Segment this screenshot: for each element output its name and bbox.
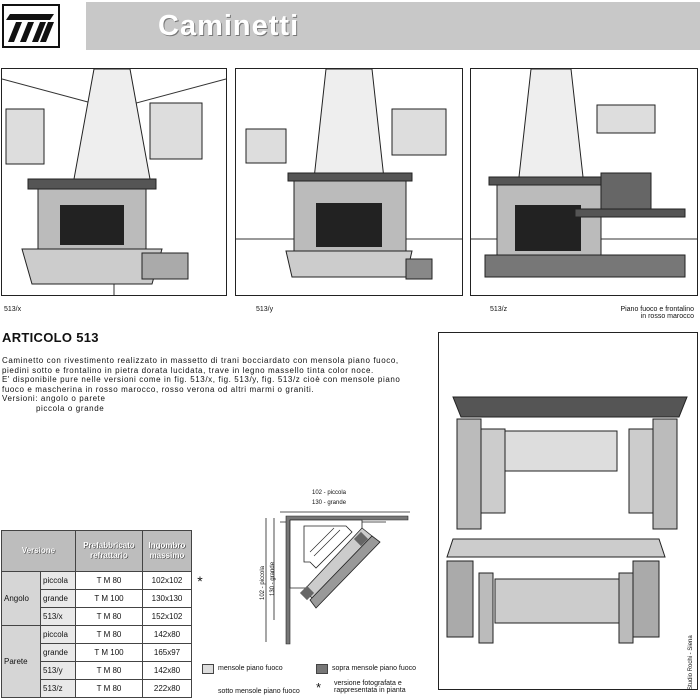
article-title: ARTICOLO 513 xyxy=(2,330,99,345)
table-cell-ingombro: 142x80 xyxy=(142,625,192,644)
table-cell-version: piccola xyxy=(40,571,76,590)
desc-paragraph-2: E' disponibile pure nelle versioni come … xyxy=(2,375,401,394)
table-cell-ingombro: 142x80 xyxy=(142,661,192,680)
legend-label-photographed: versione fotografata e rappresentata in … xyxy=(334,680,406,694)
table-row: grande T M 100 130x130 xyxy=(2,589,209,608)
legend-photographed-line2: rappresentata in pianta xyxy=(334,687,406,694)
fireplace-illustration-y xyxy=(235,68,463,296)
table-cell-ingombro: 165x97 xyxy=(142,643,192,662)
table-row: Angolo piccola T M 80 102x102 * xyxy=(1,571,209,626)
desc-paragraph-4: piccola o grande xyxy=(36,403,105,413)
legend-star-icon: * xyxy=(316,680,322,695)
caption-513y: 513/y xyxy=(256,306,274,313)
table-cell-ingombro: 130x130 xyxy=(142,589,192,608)
table-cell-prefab: T M 80 xyxy=(75,571,143,590)
table-cell-version: 513/z xyxy=(40,679,76,698)
table-header-row: Versione Prefabbricato refrattario Ingom… xyxy=(1,530,209,572)
page-title: Caminetti xyxy=(158,10,300,42)
caption-513x: 513/x xyxy=(4,306,22,313)
header-prefab-line2: refrattario xyxy=(90,551,128,560)
table-cell-ingombro: 102x102 xyxy=(142,571,192,590)
table-cell-version: 513/x xyxy=(40,607,76,626)
caption-note-line1: Piano fuoco e frontalino xyxy=(620,306,694,313)
table-cell-prefab: T M 80 xyxy=(75,607,143,626)
exploded-view-illustration xyxy=(438,332,698,690)
caption-note-line2: in rosso marocco xyxy=(640,313,694,320)
header-prefab: Prefabbricato refrattario xyxy=(75,530,143,572)
legend-swatch-dark xyxy=(316,664,328,674)
table-cell-prefab: T M 80 xyxy=(75,661,143,680)
legend-photographed-line1: versione fotografata e xyxy=(334,680,402,687)
table-cell-prefab: T M 80 xyxy=(75,625,143,644)
photographed-marker: * xyxy=(197,572,203,589)
plan-dim-side-1: 102 - piccola xyxy=(260,565,266,600)
table-row: grande T M 100 165x97 xyxy=(2,643,209,662)
legend-swatch-light xyxy=(202,664,214,674)
group-angolo: Angolo xyxy=(1,571,41,626)
header-prefab-line1: Prefabbricato xyxy=(83,541,135,550)
plan-dim-top-1: 102 - piccola xyxy=(312,490,347,496)
header-ingombro-line2: massimo xyxy=(149,551,185,560)
table-cell-version: 513/y xyxy=(40,661,76,680)
caption-513z: 513/z xyxy=(490,306,508,313)
group-parete: Parete xyxy=(1,625,41,698)
header-version: Versione xyxy=(1,530,76,572)
table-row: 513/z T M 80 222x80 xyxy=(2,679,209,698)
table-row: Parete piccola T M 80 142x80 xyxy=(1,625,209,698)
table-cell-ingombro: 222x80 xyxy=(142,679,192,698)
table-cell-version: grande xyxy=(40,643,76,662)
title-band xyxy=(86,2,700,50)
desc-paragraph-1: Caminetto con rivestimento realizzato in… xyxy=(2,356,399,375)
header-ingombro-line1: Ingombro xyxy=(148,541,186,550)
table-cell-version: piccola xyxy=(40,625,76,644)
table-cell-ingombro: 152x102 xyxy=(142,607,192,626)
floor-plan-diagram xyxy=(265,511,410,645)
brand-logo xyxy=(2,4,60,48)
legend-label-sotto: sotto mensole piano fuoco xyxy=(218,688,300,695)
table-cell-prefab: T M 80 xyxy=(75,679,143,698)
legend-label-mensole: mensole piano fuoco xyxy=(218,665,283,672)
caption-note: Piano fuoco e frontalino in rosso marocc… xyxy=(586,306,694,320)
specification-table: Versione Prefabbricato refrattario Ingom… xyxy=(1,530,209,698)
plan-dim-top-2: 130 - grande xyxy=(312,500,347,506)
plan-dim-side-2: 130 - grande xyxy=(270,561,276,596)
fireplace-illustration-z xyxy=(470,68,698,296)
fireplace-illustration-x xyxy=(1,68,227,296)
desc-paragraph-3: Versioni: angolo o parete xyxy=(2,394,106,404)
article-description: Caminetto con rivestimento realizzato in… xyxy=(2,356,422,414)
legend-label-sopra: sopra mensole piano fuoco xyxy=(332,665,417,672)
table-cell-prefab: T M 100 xyxy=(75,643,143,662)
table-cell-version: grande xyxy=(40,589,76,608)
header-ingombro: Ingombro massimo xyxy=(142,530,192,572)
table-cell-prefab: T M 100 xyxy=(75,589,143,608)
studio-credit: Studio Rochi - Siena xyxy=(688,635,694,690)
